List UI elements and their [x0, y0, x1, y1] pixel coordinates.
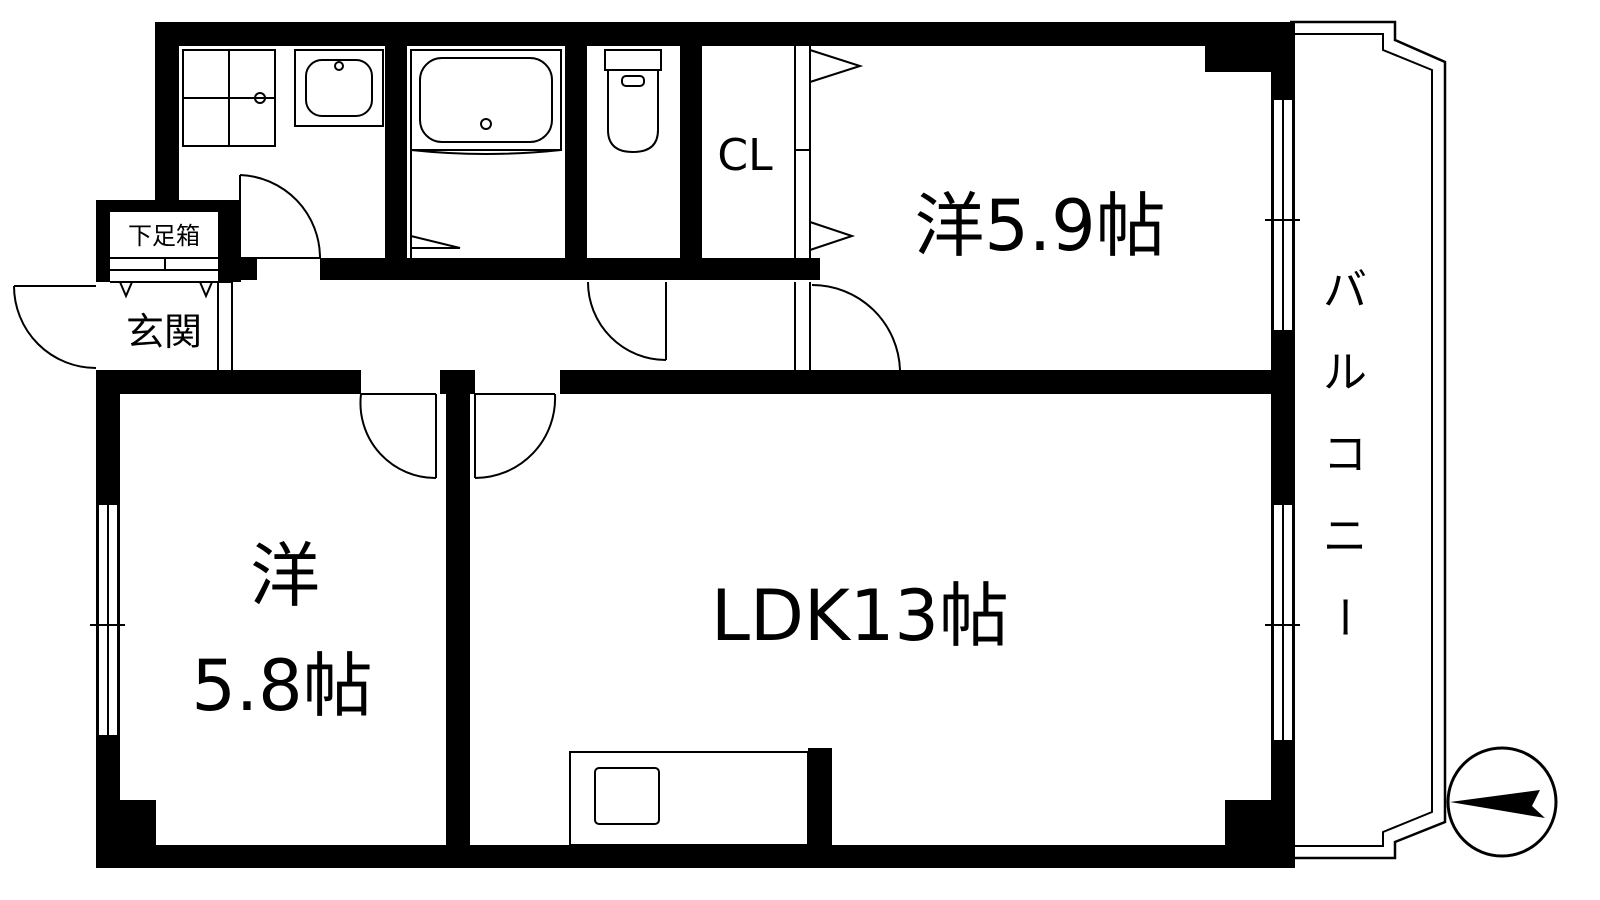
entrance-label: 玄関 [126, 310, 202, 354]
bathtub [410, 49, 562, 258]
entrance: 下足箱 玄関 [13, 222, 233, 370]
western-room-lower-size: 5.8帖 [191, 645, 372, 727]
shoe-box: 下足箱 [110, 222, 218, 299]
kitchen-counter [569, 751, 809, 846]
windows [90, 100, 1300, 740]
balcony-label-char: バ [1323, 265, 1367, 316]
north-compass-icon [1446, 746, 1558, 858]
ldk: LDK13帖 [569, 575, 1009, 846]
western-room-lower-type: 洋 [250, 535, 320, 617]
western-room-upper-label: 洋5.9帖 [914, 185, 1165, 267]
washer-pan [182, 49, 276, 147]
balcony-label-char: コ [1323, 429, 1367, 480]
balcony-label-char: ー [1318, 595, 1369, 639]
ldk-label: LDK13帖 [711, 575, 1009, 657]
walls [96, 22, 1295, 868]
washroom-door [239, 174, 321, 259]
balcony-label-char: ニ [1323, 511, 1367, 562]
wash-basin [294, 49, 384, 127]
closet-label: CL [717, 130, 773, 181]
entrance-door [13, 285, 97, 369]
corridor-doors [359, 393, 557, 480]
closet: CL [717, 46, 864, 258]
western-room-lower: 洋 5.8帖 [191, 535, 372, 727]
balcony-label-char: ル [1323, 347, 1367, 398]
shoe-box-label: 下足箱 [128, 222, 200, 250]
toilet [587, 49, 667, 361]
western-room-upper: 洋5.9帖 [794, 185, 1166, 371]
